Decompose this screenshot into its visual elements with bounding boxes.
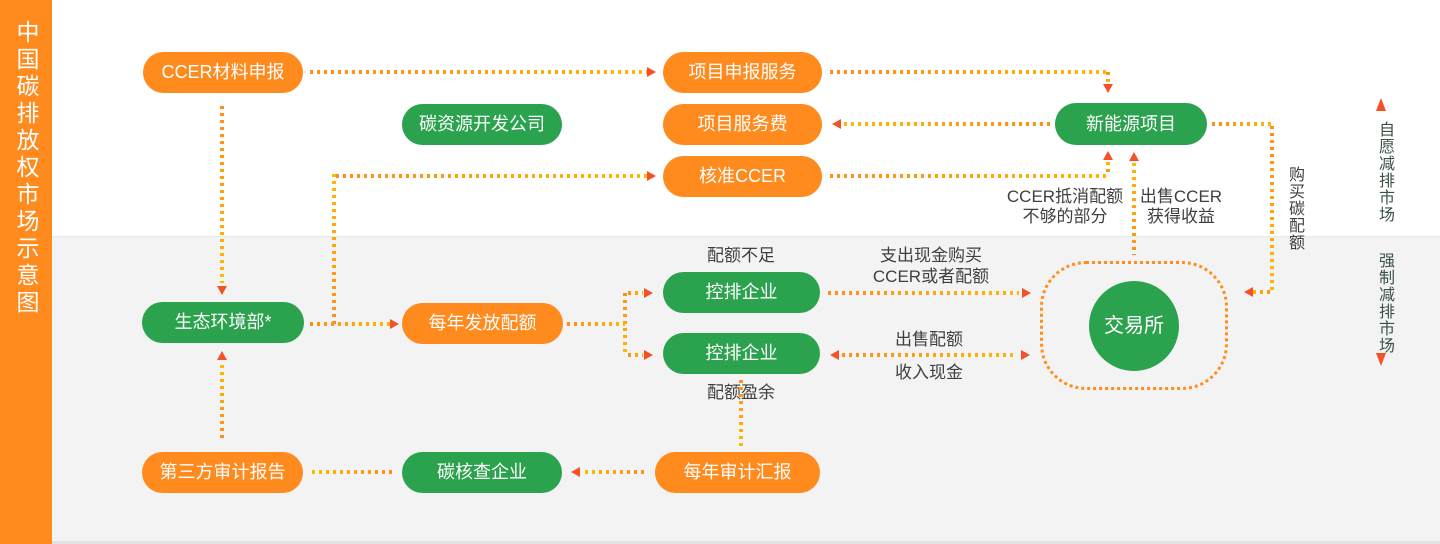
connector xyxy=(310,322,390,326)
exchange-dashed-boundary xyxy=(1040,261,1228,390)
arrowhead-left xyxy=(830,350,839,360)
node-carbon-verifier: 碳核查企业 xyxy=(402,452,562,493)
node-carbon-dev-company: 碳资源开发公司 xyxy=(402,104,562,145)
connector xyxy=(310,70,647,74)
connector xyxy=(585,470,648,474)
connector xyxy=(830,174,1106,178)
arrowhead-left xyxy=(571,467,580,477)
connector xyxy=(1132,163,1136,255)
arrow-down-mandatory-icon xyxy=(1376,353,1386,366)
connector xyxy=(1106,72,1110,84)
connector xyxy=(844,122,1050,126)
label-sell-ccer: 出售CCER 获得收益 xyxy=(1101,187,1261,227)
connector xyxy=(312,470,396,474)
arrowhead-up xyxy=(1103,151,1113,160)
label-sell-ccer-line2: 获得收益 xyxy=(1147,207,1215,226)
label-pay-cash: 支出现金购买 CCER或者配额 xyxy=(851,245,1011,287)
arrowhead-right xyxy=(644,288,653,298)
label-pay-cash-line2: CCER或者配额 xyxy=(872,267,990,286)
label-quota-shortage: 配额不足 xyxy=(707,246,775,265)
node-project-apply: 项目申报服务 xyxy=(663,52,822,93)
label-ccer-offset-line2: 不够的部分 xyxy=(1022,207,1108,226)
label-ccer-offset: CCER抵消配额 不够的部分 xyxy=(985,187,1145,227)
connector xyxy=(220,106,224,283)
arrowhead-left xyxy=(832,119,841,129)
arrowhead-up xyxy=(1129,152,1139,161)
connector xyxy=(1253,290,1272,294)
label-buy-carbon-quota: 购买碳配额 xyxy=(1286,166,1303,251)
connector xyxy=(828,291,1019,295)
connector xyxy=(1106,162,1110,174)
label-sell-quota: 出售配额 xyxy=(895,330,963,349)
connector xyxy=(1270,126,1274,290)
label-ccer-offset-line1: CCER抵消配额 xyxy=(1006,187,1124,206)
title-sidebar: 中国碳排放权市场示意图 xyxy=(0,0,52,544)
node-ministry-ecology: 生态环境部* xyxy=(142,302,304,343)
arrowhead-left xyxy=(1244,287,1253,297)
arrowhead-down xyxy=(217,286,227,295)
connector xyxy=(830,70,1106,74)
arrowhead-right xyxy=(647,171,656,181)
node-annual-audit-report: 每年审计汇报 xyxy=(655,452,820,493)
arrowhead-right xyxy=(390,319,399,329)
arrowhead-right xyxy=(647,67,656,77)
label-sell-ccer-line1: 出售CCER xyxy=(1139,187,1223,206)
arrowhead-right xyxy=(1022,288,1031,298)
arrowhead-right xyxy=(644,350,653,360)
connector xyxy=(220,365,224,438)
node-ccer-material: CCER材料申报 xyxy=(143,52,303,93)
connector xyxy=(628,353,643,357)
label-receive-cash: 收入现金 xyxy=(895,363,963,382)
connector xyxy=(567,322,625,326)
node-emitter-surplus: 控排企业 xyxy=(663,333,820,374)
node-project-fee: 项目服务费 xyxy=(663,104,822,145)
node-third-party-report: 第三方审计报告 xyxy=(142,452,303,493)
label-mandatory-market: 强制减排市场 xyxy=(1376,252,1393,354)
node-annual-quota: 每年发放配额 xyxy=(402,303,563,344)
node-new-energy-project: 新能源项目 xyxy=(1055,103,1207,145)
bottom-divider xyxy=(52,541,1440,544)
connector xyxy=(842,353,1017,357)
arrowhead-up xyxy=(217,351,227,360)
arrowhead-right xyxy=(1021,350,1030,360)
connector xyxy=(336,174,647,178)
connector xyxy=(623,293,627,355)
node-exchange: 交易所 xyxy=(1089,281,1179,371)
node-approved-ccer: 核准CCER xyxy=(663,156,822,197)
node-emitter-shortage: 控排企业 xyxy=(663,272,820,313)
connector xyxy=(332,174,336,324)
arrow-up-voluntary-icon xyxy=(1376,98,1386,111)
connector xyxy=(628,291,643,295)
page-title: 中国碳排放权市场示意图 xyxy=(13,20,39,317)
arrowhead-down xyxy=(1103,84,1113,93)
label-pay-cash-line1: 支出现金购买 xyxy=(880,246,982,265)
connector xyxy=(1212,122,1272,126)
connector xyxy=(739,380,743,447)
label-voluntary-market: 自愿减排市场 xyxy=(1376,121,1393,223)
